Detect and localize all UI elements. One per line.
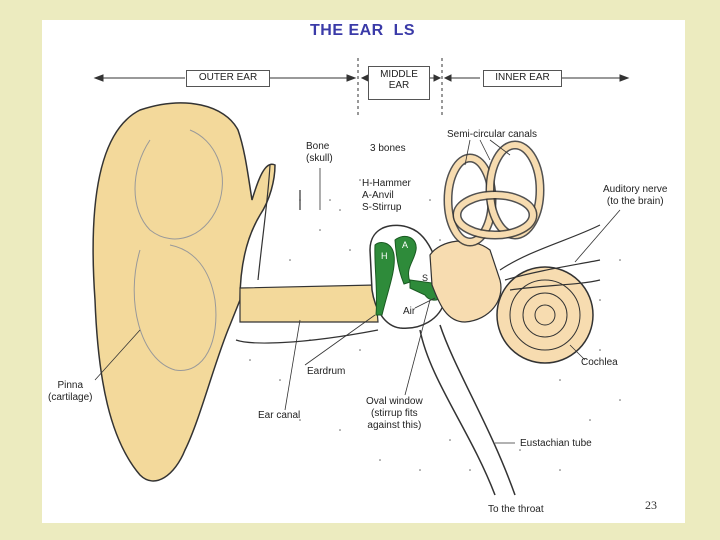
- outer-ear-section: OUTER EAR: [186, 70, 270, 87]
- semicircular-canals-label: Semi-circular canals: [447, 129, 538, 140]
- section-arrows: [93, 58, 630, 115]
- eustachian-tube-shape: [419, 324, 516, 496]
- bone-label: Bone (skull): [306, 141, 333, 164]
- anvil-letter: A: [402, 240, 409, 250]
- eardrum-label: Eardrum: [307, 366, 346, 377]
- page-number: 23: [645, 498, 657, 512]
- ear-canal-shape: [239, 284, 379, 323]
- hammer-bone: [374, 242, 395, 316]
- throat-label: To the throat: [488, 504, 544, 515]
- eustachian-tube-label: Eustachian tube: [520, 438, 592, 449]
- leader-lines: [94, 139, 621, 444]
- air-label: Air: [403, 306, 416, 317]
- anvil-bone: [394, 235, 417, 285]
- auditory-nerve-shape: [499, 224, 601, 291]
- page-title: THE EAR LS: [310, 22, 416, 39]
- auditory-nerve-label: Auditory nerve (to the brain): [603, 184, 668, 207]
- pinna-fold-upper: [134, 129, 223, 240]
- middle-ear-section: MIDDLE EAR: [368, 66, 430, 100]
- bones-list-label: H-Hammer A-Anvil S-Stirrup: [362, 178, 411, 213]
- cochlea-label: Cochlea: [581, 357, 618, 368]
- stirrup-letter: S: [422, 273, 429, 283]
- oval-window-label: Oval window (stirrup fits against this): [366, 396, 423, 431]
- inner-ear-section: INNER EAR: [483, 70, 562, 87]
- ear-canal-label: Ear canal: [258, 410, 301, 421]
- cochlea-shape: [496, 266, 594, 364]
- skull-outline: [235, 164, 379, 344]
- hammer-letter: H: [381, 251, 388, 261]
- pinna-label: Pinna (cartilage): [48, 380, 93, 403]
- three-bones-label: 3 bones: [370, 143, 406, 154]
- pinna-fold-lower: [133, 244, 217, 371]
- pinna-shape: [92, 102, 276, 482]
- inner-ear: [429, 140, 601, 364]
